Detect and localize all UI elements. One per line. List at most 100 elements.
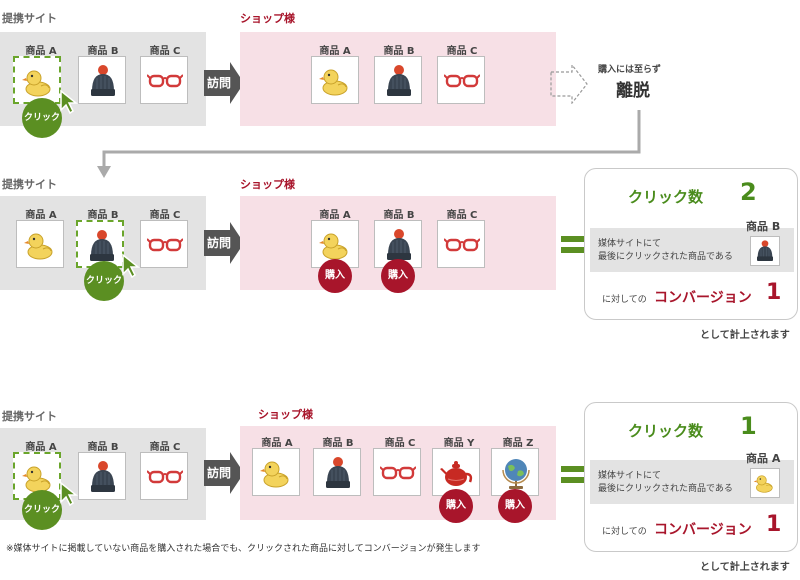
product-label-c: 商品 C [149,46,181,57]
product-label-a: 商品 A [25,210,57,221]
shop-product-c-tile[interactable] [437,56,485,104]
shop-product-label-c: 商品 C [446,210,478,221]
purchase-badge-y: 購入 [439,489,473,523]
conversion-label: コンバージョン [654,290,752,306]
teapot-icon [439,455,475,491]
last-click-product-label: 商品 A [746,452,781,465]
last-click-product-tile [750,468,780,498]
shop-title-3: ショップ様 [258,408,313,421]
affiliate-site-title-3: 提携サイト [2,410,57,423]
knit-hat-icon [84,228,120,264]
purchase-badge-b: 購入 [381,259,415,293]
conversion-prefix: に対しての [602,295,647,305]
product-c-tile[interactable] [140,452,188,500]
click-badge: クリック [22,490,62,530]
shop-product-label-a: 商品 A [261,438,293,449]
shop-title-2: ショップ様 [240,178,295,191]
counted-as-note: として計上されます [700,330,790,341]
last-click-text-line1: 媒体サイトにて [598,471,662,481]
product-label-a: 商品 A [25,46,57,57]
glasses-icon [444,63,480,99]
affiliate-site-title: 提携サイト [2,12,57,25]
purchase-badge-a: 購入 [318,259,352,293]
shop-product-c-tile[interactable] [373,448,421,496]
product-c-tile[interactable] [140,56,188,104]
leave-arrow [550,64,588,104]
knit-hat-icon [381,227,417,263]
purchase-badge-z: 購入 [498,489,532,523]
product-a-tile[interactable] [13,452,61,500]
shop-product-a-tile[interactable] [252,448,300,496]
conversion-label: コンバージョン [654,522,752,538]
last-click-text-line1: 媒体サイトにて [598,239,662,249]
globe-icon [498,455,534,491]
product-label-c: 商品 C [149,210,181,221]
shop-product-label-y: 商品 Y [443,438,475,449]
shop-product-z-tile[interactable] [491,448,539,496]
shop-product-label-a: 商品 A [319,210,351,221]
conversion-prefix: に対しての [602,527,647,537]
affiliate-site-title-2: 提携サイト [2,178,57,191]
click-count-value: 2 [740,178,757,206]
product-label-b: 商品 B [87,210,119,221]
leave-label: 離脱 [616,81,650,101]
product-label-a: 商品 A [25,442,57,453]
equals-sign [561,466,585,488]
knit-hat-icon [85,63,121,99]
product-a-tile[interactable] [16,220,64,268]
visit-arrow [204,452,244,494]
product-label-b: 商品 B [87,46,119,57]
shop-product-label-c: 商品 C [446,46,478,57]
duck-icon [318,227,354,263]
equals-sign [561,236,585,258]
glasses-icon [147,459,183,495]
glasses-icon [444,227,480,263]
duck-icon [753,471,777,495]
click-count-label: クリック数 [628,422,704,440]
conversion-count: 1 [766,280,782,305]
click-badge: クリック [22,98,62,138]
click-count-value: 1 [740,412,757,440]
duck-icon [318,63,354,99]
duck-icon [23,227,59,263]
product-b-tile[interactable] [76,220,124,268]
last-click-product-tile [750,236,780,266]
product-b-tile[interactable] [78,452,126,500]
glasses-icon [380,455,416,491]
shop-product-a-tile[interactable] [311,56,359,104]
knit-hat-icon [753,239,777,263]
shop-product-label-b: 商品 B [383,210,415,221]
last-click-text-line2: 最後にクリックされた商品である [598,252,733,262]
duck-icon [21,64,57,100]
shop-product-c-tile[interactable] [437,220,485,268]
product-a-tile[interactable] [13,56,61,104]
cursor-icon [122,253,141,279]
duck-icon [259,455,295,491]
product-c-tile[interactable] [140,220,188,268]
knit-hat-icon [320,455,356,491]
knit-hat-icon [381,63,417,99]
counted-as-note: として計上されます [700,562,790,573]
return-connector-arrow [97,110,641,178]
shop-product-y-tile[interactable] [432,448,480,496]
leave-caption: 購入には至らず [598,65,661,75]
cursor-icon [60,89,79,115]
visit-arrow [204,62,244,104]
glasses-icon [147,227,183,263]
shop-product-label-z: 商品 Z [502,438,534,449]
product-label-b: 商品 B [87,442,119,453]
visit-label: 訪問 [207,466,232,480]
shop-title: ショップ様 [240,12,295,25]
click-count-label: クリック数 [628,188,704,206]
product-b-tile[interactable] [78,56,126,104]
footnote: ※媒体サイトに掲載していない商品を購入された場合でも、クリックされた商品に対して… [6,544,481,554]
shop-product-b-tile[interactable] [374,56,422,104]
shop-product-label-b: 商品 B [383,46,415,57]
shop-product-b-tile[interactable] [313,448,361,496]
knit-hat-icon [85,459,121,495]
visit-label: 訪問 [207,236,232,250]
visit-label: 訪問 [207,76,232,90]
last-click-product-label: 商品 B [746,220,781,233]
last-click-text-line2: 最後にクリックされた商品である [598,484,733,494]
conversion-count: 1 [766,512,782,537]
